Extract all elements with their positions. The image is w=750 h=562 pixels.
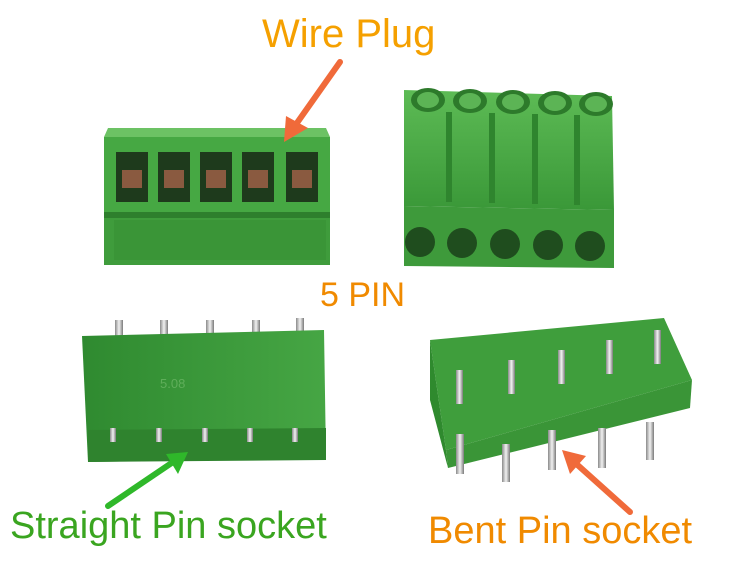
wire-plug-label: Wire Plug bbox=[262, 12, 436, 56]
housing-marking: 5.08 bbox=[160, 376, 185, 391]
wire-plug-connector bbox=[104, 128, 330, 265]
wire-plug-angled bbox=[404, 88, 614, 268]
straight-pin-arrow bbox=[105, 452, 188, 509]
bent-pin-arrow bbox=[562, 450, 633, 515]
screw-holes bbox=[411, 88, 613, 116]
bent-pin-socket bbox=[430, 318, 692, 482]
wire-plug-arrow bbox=[284, 59, 343, 142]
pin-count-label: 5 PIN bbox=[320, 276, 406, 314]
straight-pin-socket-label: Straight Pin socket bbox=[10, 505, 327, 547]
bent-pin-socket-label: Bent Pin socket bbox=[428, 510, 693, 552]
straight-pin-socket: 5.08 bbox=[82, 318, 326, 462]
wire-plug-openings bbox=[116, 152, 318, 202]
wire-entry-holes bbox=[405, 227, 605, 261]
